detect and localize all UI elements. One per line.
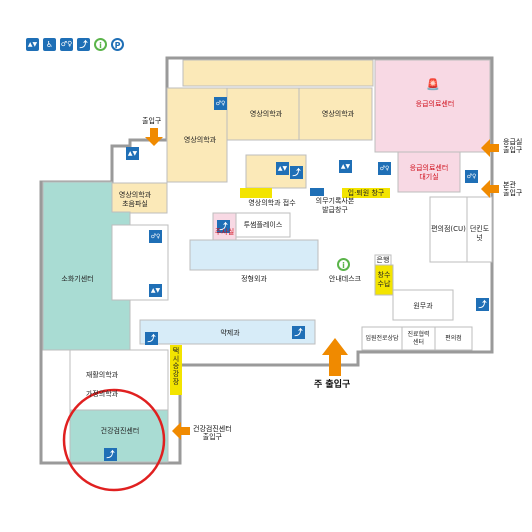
room-emergency-waiting: 응급의료센터 대기실 [409, 164, 449, 181]
escalator-icon: ⤴ [104, 448, 117, 461]
room-rehab: 재활의학과 [85, 371, 119, 379]
wheelchair-restroom-icon: ♿ [43, 38, 56, 51]
escalator-icon: ⤴ [77, 38, 90, 51]
room-referral-center: 진료협력 센터 [407, 331, 430, 346]
room-pharmacy: 약제과 [220, 329, 240, 337]
restroom-icon: ♂♀ [378, 162, 391, 175]
room-cashier: 창수 수납 [377, 271, 391, 288]
room-medical-records: 의무기록사본 발급창구 [315, 197, 355, 214]
room-health-checkup: 건강검진센터 [100, 427, 140, 435]
elevator-icon: ▲▼ [276, 162, 289, 175]
entrance-top: 출입구 [142, 117, 162, 125]
restroom-icon: ♂♀ [214, 97, 227, 110]
elevator-icon: ▲▼ [339, 160, 352, 173]
legend: ▲▼ ♿ ♂♀ ⤴ i P [26, 38, 136, 54]
room-imaging-3: 영상의학과 [321, 110, 355, 118]
elevator-icon: ▲▼ [26, 38, 39, 51]
room-admission-discharge: 입·퇴원 창구 [347, 189, 385, 197]
room-imaging-reception: 영상의학과 접수 [248, 199, 296, 207]
entrance-main-building: 본관 출입구 [503, 181, 523, 198]
restroom-icon: ♂♀ [465, 170, 478, 183]
room-family-medicine: 가정의학과 [85, 390, 119, 398]
entrance-emergency: 응급실 출입구 [503, 138, 523, 155]
escalator-icon: ⤴ [476, 298, 489, 311]
entrance-health-checkup: 건강검진센터 출입구 [193, 425, 232, 442]
room-tulip-place: 투썸플레이스 [243, 221, 283, 229]
escalator-icon: ⤴ [292, 326, 305, 339]
room-taxi-stand: 택시승강장 [172, 347, 180, 386]
room-bank: 은행 [376, 256, 390, 264]
information-icon: i [94, 38, 107, 51]
room-digestive-center: 소화기센터 [61, 275, 94, 283]
room-imaging-2: 영상의학과 [249, 110, 283, 118]
parking-icon: P [111, 38, 124, 51]
escalator-icon: ⤴ [217, 220, 230, 233]
room-imaging-1: 영상의학과 [183, 136, 217, 144]
emergency-siren-icon: 🚨 [426, 78, 440, 91]
room-info-desk: 안내데스크 [328, 275, 362, 283]
elevator-icon: ▲▼ [149, 284, 162, 297]
restroom-icon: ♂♀ [60, 38, 73, 51]
restroom-icon: ♂♀ [149, 230, 162, 243]
room-dunkin: 던킨도넛 [469, 225, 490, 242]
room-injection: 주사실 [214, 228, 235, 236]
escalator-icon: ⤴ [290, 166, 303, 179]
escalator-icon: ⤴ [145, 332, 158, 345]
entrance-main: 주 출입구 [314, 380, 351, 390]
room-convenience-2: 편의점 [445, 335, 462, 342]
room-convenience-store: 편의점(CU) [431, 225, 466, 233]
room-imaging-ultrasound: 영상의학과 초음파실 [118, 191, 152, 208]
room-emergency-center: 응급의료센터 [415, 100, 455, 108]
information-icon: i [337, 258, 350, 271]
room-admin: 원무과 [413, 302, 433, 310]
room-hospital-consult: 입원전로상담 [365, 335, 399, 342]
room-orthopedics: 정형외과 [241, 275, 267, 283]
elevator-icon: ▲▼ [126, 147, 139, 160]
